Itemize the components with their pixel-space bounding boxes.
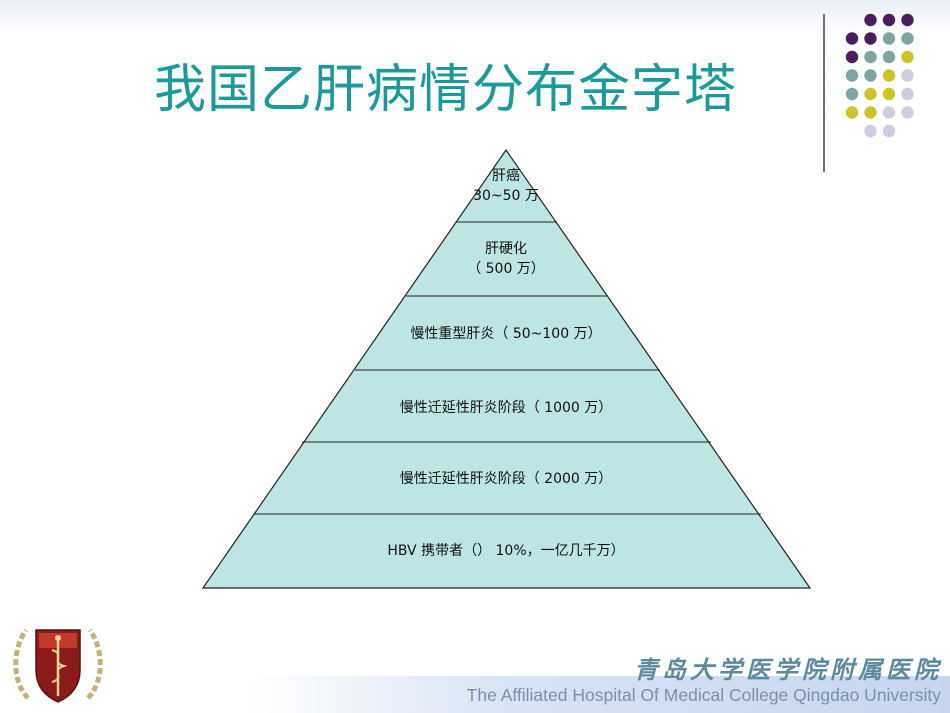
- pyramid-level-severe-chronic-hepatitis: 慢性重型肝炎（ 50~100 万）: [356, 324, 656, 344]
- level-3-text: 慢性重型肝炎（ 50~100 万）: [410, 326, 602, 342]
- decor-dot-teal: [901, 32, 914, 45]
- decor-dot-teal: [864, 50, 877, 64]
- decor-dot-lavender: [882, 106, 896, 119]
- decor-dot-teal: [882, 32, 896, 45]
- decor-dot-lavender: [864, 124, 877, 138]
- pyramid-level-cirrhosis: 肝硬化 （ 500 万）: [406, 239, 606, 279]
- pyramid-level-chronic-persistent-2000: 慢性迁延性肝炎阶段（ 2000 万）: [306, 469, 706, 489]
- pyramid-diagram: [201, 148, 812, 589]
- slide-title: 我国乙肝病情分布金字塔: [154, 60, 738, 120]
- level-1-name: 肝癌: [492, 168, 520, 184]
- decor-dot-teal: [845, 87, 859, 101]
- footer-hospital-name-en: The Affiliated Hospital Of Medical Colle…: [466, 685, 941, 705]
- medical-caduceus-emblem-icon: [13, 628, 103, 703]
- level-6-text: HBV 携带者（） 10%，一亿几千万）: [387, 543, 625, 559]
- decor-dot-olive: [845, 106, 859, 119]
- level-2-count: （ 500 万）: [467, 261, 545, 277]
- footer-gradient-band: [250, 676, 950, 713]
- decor-dot-lavender: [901, 69, 914, 82]
- pyramid-level-liver-cancer: 肝癌 30~50 万: [406, 166, 606, 206]
- decor-dot-olive: [864, 106, 877, 119]
- decor-dot-purple: [845, 50, 859, 64]
- decor-dot-purple: [864, 13, 877, 27]
- decor-dot-purple: [882, 13, 896, 27]
- decor-dot-purple: [845, 32, 859, 45]
- decor-dot-purple: [901, 13, 914, 27]
- level-1-count: 30~50 万: [473, 188, 539, 204]
- level-4-text: 慢性迁延性肝炎阶段（ 1000 万）: [399, 400, 613, 416]
- pyramid-body: [201, 148, 812, 589]
- title-divider-line: [823, 14, 825, 172]
- decor-dot-teal: [845, 69, 859, 82]
- level-5-text: 慢性迁延性肝炎阶段（ 2000 万）: [399, 471, 613, 487]
- decor-dot-olive: [882, 87, 896, 101]
- top-gradient-band: [0, 0, 950, 34]
- decorative-dot-grid: [845, 13, 914, 138]
- decor-dot-olive: [882, 69, 896, 82]
- decor-dot-teal: [882, 50, 896, 64]
- decor-dot-lavender: [901, 87, 914, 101]
- decor-dot-teal: [864, 69, 877, 82]
- decor-dot-lavender: [882, 124, 896, 138]
- decor-dot-lavender: [901, 106, 914, 119]
- decor-dot-olive: [864, 87, 877, 101]
- pyramid-level-hbv-carriers: HBV 携带者（） 10%，一亿几千万）: [256, 541, 756, 561]
- footer-hospital-name-cn: 青岛大学医学院附属医院: [634, 655, 942, 684]
- decor-dot-purple: [864, 32, 877, 45]
- level-2-name: 肝硬化: [485, 241, 527, 257]
- pyramid-level-chronic-persistent-1000: 慢性迁延性肝炎阶段（ 1000 万）: [306, 398, 706, 418]
- decor-dot-olive: [901, 50, 914, 64]
